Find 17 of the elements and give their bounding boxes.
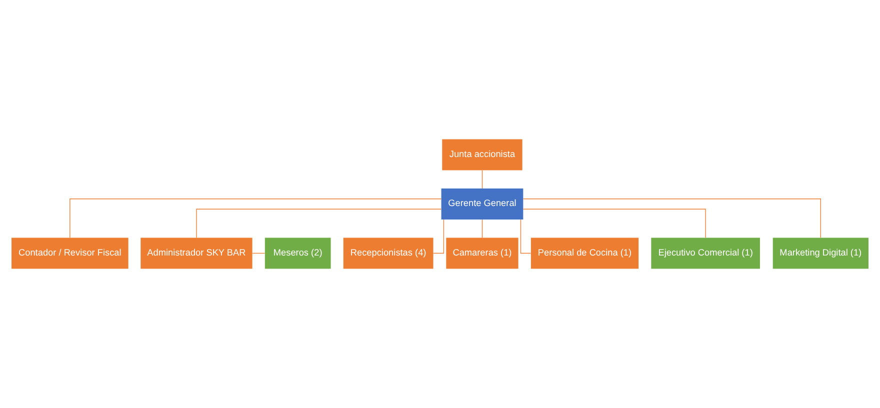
- node-box: Marketing Digital (1): [772, 238, 868, 269]
- connector: [482, 219, 483, 238]
- node-box: Gerente General: [441, 188, 524, 220]
- connector: [252, 252, 266, 254]
- node-box: Meseros (2): [264, 238, 331, 269]
- node-box: Administrador SKY BAR: [140, 238, 252, 269]
- connector: [522, 208, 706, 238]
- connector: [522, 198, 822, 238]
- node-box: Contador / Revisor Fiscal: [12, 238, 128, 269]
- connector: [70, 198, 442, 238]
- connector: [196, 208, 442, 238]
- node-box: Camareras (1): [446, 238, 518, 269]
- node-box: Ejecutivo Comercial (1): [651, 238, 760, 269]
- connector: [482, 170, 483, 189]
- node-box: Junta accionista: [442, 139, 522, 170]
- node-box: Personal de Cocina (1): [530, 238, 639, 269]
- node-box: Recepcionistas (4): [343, 238, 434, 269]
